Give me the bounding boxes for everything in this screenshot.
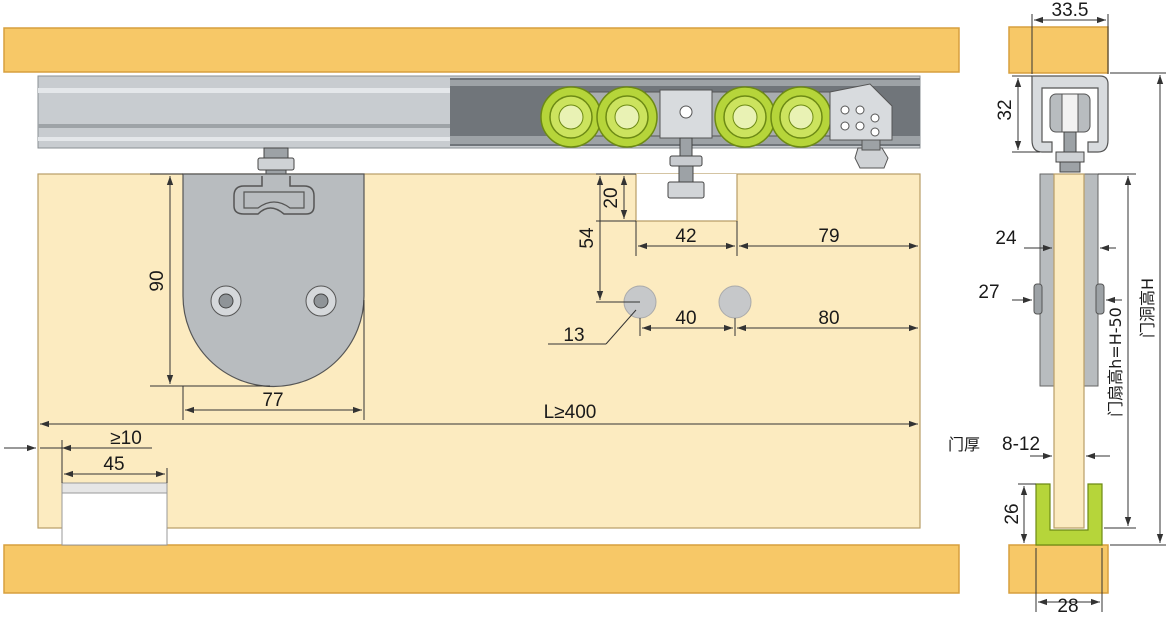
wheel-1 — [540, 86, 602, 148]
dim-notch-depth: 20 — [601, 187, 622, 208]
dim-clamp-width: 24 — [995, 228, 1017, 249]
side-bolt-washer — [1059, 161, 1081, 173]
front-view: 90 77 20 54 42 79 40 80 13 L≥400 ≥10 45 — [3, 27, 960, 594]
side-top-beam — [1008, 26, 1109, 74]
dim-door-length: L≥400 — [544, 402, 597, 423]
wheel-4 — [770, 86, 832, 148]
dim-plate-width: 77 — [262, 390, 283, 411]
hanger-bolt — [257, 147, 295, 177]
floor-guide-top — [61, 482, 168, 494]
dim-guide-width: 45 — [103, 454, 124, 475]
dim-guide-height: 26 — [1002, 503, 1023, 524]
dim-guide-min-gap: ≥10 — [110, 428, 142, 449]
track-groove — [38, 124, 450, 128]
wheel-3 — [714, 86, 776, 148]
dim-door-thickness: 8-12 — [1002, 434, 1040, 455]
side-bolt — [1063, 131, 1077, 153]
dim-hole-spacing: 40 — [675, 308, 696, 329]
plate-screw-right — [305, 285, 337, 317]
label-door-thickness: 门厚 — [948, 435, 980, 454]
track-highlight — [38, 88, 450, 93]
dim-notch-edge-offset: 79 — [818, 226, 839, 247]
dim-guide-width-side: 28 — [1057, 596, 1078, 617]
wheel-2 — [596, 86, 658, 148]
trolley-wheels — [540, 86, 832, 148]
side-track-profile — [1031, 75, 1109, 153]
dim-hole-edge-offset: 80 — [818, 308, 839, 329]
mount-hole-2 — [718, 285, 752, 319]
side-view: 33.5 32 24 27 门厚 8-12 26 28 门扇高h=H-50 门洞… — [948, 0, 1166, 617]
dim-track-height: 32 — [995, 99, 1016, 120]
side-clamp-right — [1083, 173, 1099, 387]
side-bottom-beam — [1008, 544, 1109, 594]
track-highlight-low — [38, 137, 450, 141]
dim-track-width: 33.5 — [1052, 0, 1089, 21]
hanger-slot — [243, 191, 305, 209]
dim-clamp-hole: 27 — [978, 282, 999, 303]
side-screw-left — [1033, 283, 1043, 315]
track-stopper — [829, 83, 893, 169]
hanger-bracket — [233, 176, 315, 215]
top-header-beam — [3, 27, 960, 73]
plate-screw-left — [210, 285, 242, 317]
side-screw-right — [1095, 283, 1105, 315]
dim-hole-diameter: 13 — [563, 325, 584, 346]
track-inner-top — [450, 80, 920, 86]
side-floor-guide — [1035, 483, 1103, 546]
bottom-floor-beam — [3, 544, 960, 594]
dim-notch-width: 42 — [675, 226, 696, 247]
dim-door-height: 门扇高h=H-50 — [1106, 307, 1125, 417]
front-dimension-lines — [4, 173, 918, 483]
hanger-plate — [182, 173, 365, 388]
side-door-panel — [1053, 173, 1085, 529]
dim-opening-height: 门洞高H — [1138, 278, 1157, 338]
trolley-bolt — [667, 137, 705, 199]
side-bolt-nut — [1055, 151, 1085, 163]
connector-hole — [679, 105, 693, 119]
side-dimension-lines — [1012, 14, 1166, 612]
dim-hole-offset-vertical: 54 — [577, 227, 598, 249]
side-clamp-left — [1039, 173, 1055, 387]
side-wheel-axle — [1061, 93, 1079, 133]
dim-plate-height: 90 — [147, 270, 168, 291]
